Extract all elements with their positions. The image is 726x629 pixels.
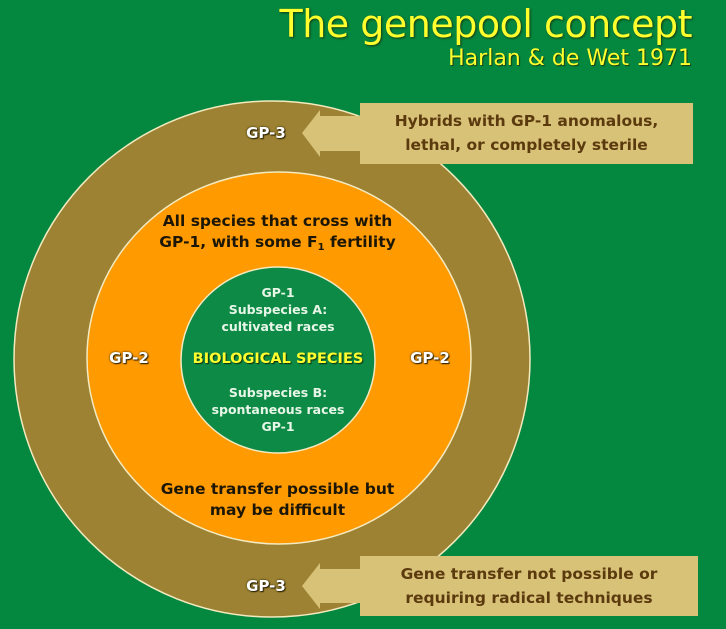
gp2-description-top: All species that cross with GP-1, with s…: [140, 211, 415, 253]
gp1-core: [180, 266, 376, 454]
gp3-label-top: GP-3: [246, 124, 286, 142]
page-title: The genepool concept: [279, 2, 693, 46]
callout-text-bottom: Gene transfer not possible or requiring …: [360, 562, 698, 610]
gp2-bottom-line2: may be difficult: [209, 501, 346, 519]
callout-top-line1: Hybrids with GP-1 anomalous,: [394, 112, 659, 130]
gp1-subspecies-b: Subspecies B: spontaneous races GP-1: [198, 384, 358, 435]
callout-bottom-line1: Gene transfer not possible or: [400, 565, 658, 583]
gp1-label-bottom: GP-1: [261, 419, 295, 434]
cultivated-races-label: cultivated races: [221, 319, 335, 334]
gp2-label-left: GP-2: [109, 349, 149, 367]
gp2-label-right: GP-2: [410, 349, 450, 367]
spontaneous-races-label: spontaneous races: [211, 402, 345, 417]
gp1-label-top: GP-1: [261, 285, 295, 300]
gp1-subspecies-a: GP-1 Subspecies A: cultivated races: [198, 284, 358, 335]
subspecies-b-label: Subspecies B:: [228, 385, 328, 400]
subspecies-a-label: Subspecies A:: [228, 302, 328, 317]
f1-subscript: 1: [317, 242, 325, 253]
gp2-top-line2-text: GP-1, with some F: [159, 233, 318, 251]
gp2-top-line2-suffix: fertility: [324, 233, 396, 251]
gp3-label-bottom: GP-3: [246, 577, 286, 595]
arrow-left-icon: [302, 110, 362, 157]
gp2-description-bottom: Gene transfer possible but may be diffic…: [140, 479, 415, 521]
biological-species-label: BIOLOGICAL SPECIES: [192, 351, 364, 367]
callout-text-top: Hybrids with GP-1 anomalous, lethal, or …: [360, 109, 693, 157]
callout-box-top: [360, 103, 693, 164]
arrow-left-icon: [302, 563, 362, 609]
callout-bottom-line2: requiring radical techniques: [405, 589, 653, 607]
callout-box-bottom: [360, 556, 698, 616]
gp2-top-line2: GP-1, with some F1 fertility: [140, 232, 415, 253]
gp2-bottom-line1: Gene transfer possible but: [160, 480, 395, 498]
callout-top-line2: lethal, or completely sterile: [405, 136, 648, 154]
citation: Harlan & de Wet 1971: [448, 46, 692, 71]
callout-arrow-top: [302, 103, 693, 164]
callout-arrow-bottom: [302, 556, 698, 616]
gp2-top-line1: All species that cross with: [162, 212, 393, 230]
